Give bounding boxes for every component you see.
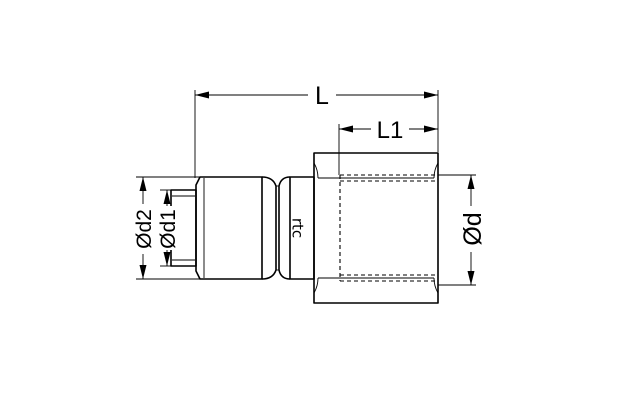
hex-corner-top-left <box>313 162 319 179</box>
arrow-d1-bottom <box>163 252 171 266</box>
dimension-d2: Ød2 <box>132 176 200 280</box>
arrow-l-left <box>195 91 209 99</box>
hex-corner-bottom-left <box>313 277 319 294</box>
plug-shaft <box>195 176 263 280</box>
arrow-l-right <box>424 91 438 99</box>
hex-corner-bottom-right <box>433 277 439 294</box>
logo-text: rtc <box>289 218 307 238</box>
label-background-d <box>460 206 486 252</box>
locking-groove <box>261 176 277 280</box>
arrow-l1-left <box>339 125 353 133</box>
locking-groove-right <box>278 176 291 280</box>
dimension-l: L <box>194 82 439 178</box>
arrow-d-bottom <box>467 271 475 285</box>
dimension-label-d2: Ød2 <box>133 209 156 249</box>
dimension-label-d: Ød <box>459 212 487 245</box>
dimension-l1: L1 <box>338 117 438 175</box>
arrow-d2-top <box>139 177 147 191</box>
dimension-d1: Ød1 <box>157 189 180 267</box>
dimension-label-d1: Ød1 <box>157 209 180 249</box>
hex-body <box>313 152 439 304</box>
arrow-d-top <box>467 175 475 189</box>
arrow-d2-bottom <box>139 265 147 279</box>
label-background-d1 <box>157 206 177 250</box>
arrow-d1-top <box>163 190 171 204</box>
hex-corner-top-right <box>433 162 439 179</box>
rtc-logo: rtc <box>289 218 307 238</box>
dimension-d: Ød <box>438 174 487 286</box>
dimension-label-l: L <box>315 82 329 110</box>
arrow-l1-right <box>424 125 438 133</box>
dimension-label-l1: L1 <box>377 117 404 144</box>
coupling-plug <box>170 152 439 304</box>
label-background-d2 <box>132 204 154 254</box>
